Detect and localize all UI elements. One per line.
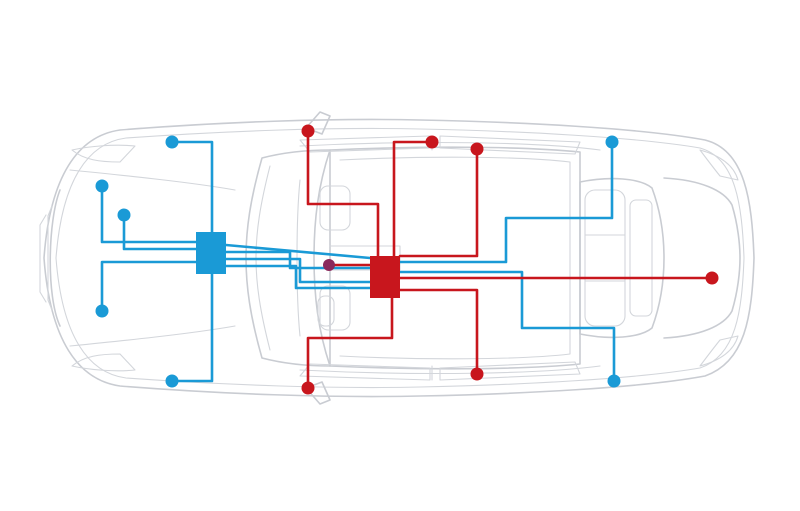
blue-wire-sensor-inner <box>122 213 200 251</box>
roof-panel <box>329 146 581 370</box>
red-node-door-left-rear <box>470 142 484 156</box>
blue-trunk-line-1 <box>224 243 372 260</box>
blue-node-front-left-top <box>165 135 179 149</box>
rear-shelf <box>629 199 653 317</box>
red-wire-door-right-rear <box>398 288 479 376</box>
blue-node-rear-left <box>605 135 619 149</box>
red-node-door-right-rear <box>470 367 484 381</box>
mirror-left <box>305 111 331 135</box>
rear-window <box>579 177 665 339</box>
front-bumper <box>49 189 61 327</box>
headlight-right <box>71 353 136 372</box>
hood-crease-right <box>69 325 236 347</box>
red-node-mirror-left <box>301 124 315 138</box>
red-wire-door-left-front <box>392 140 434 260</box>
red-control-unit <box>370 256 400 298</box>
blue-wire-rear-right <box>398 270 616 383</box>
red-node-door-left-front <box>425 135 439 149</box>
headlight-left <box>71 144 136 163</box>
blue-node-rear-right <box>607 374 621 388</box>
red-wire-door-left-rear <box>398 147 479 258</box>
blue-node-headlight-left <box>95 179 109 193</box>
blue-wire-headlight-left <box>100 184 200 244</box>
red-node-mirror-right <box>301 381 315 395</box>
junction-node-console <box>323 259 335 271</box>
hood-crease-left <box>69 169 236 191</box>
blue-trunk-line-3 <box>224 257 372 284</box>
red-node-rear-tail <box>705 271 719 285</box>
tail-light-right <box>699 335 739 367</box>
car-inner-body-line <box>55 127 745 389</box>
blue-network <box>95 135 621 388</box>
red-wire-mirror-right <box>306 296 394 390</box>
mirror-right <box>305 381 331 405</box>
side-window-left-rear <box>439 135 581 155</box>
front-seat-left <box>319 185 351 231</box>
blue-node-front-left-bottom <box>165 374 179 388</box>
red-wire-mirror-left <box>306 129 380 260</box>
trunk-lid <box>663 177 741 339</box>
blue-wire-front-left-top <box>170 140 214 242</box>
car-outer-body <box>43 118 755 398</box>
blue-control-unit <box>196 232 226 274</box>
side-window-right-front <box>299 363 431 381</box>
hood-grille <box>39 205 53 311</box>
sill-line-left <box>299 141 601 151</box>
blue-wire-front-left-bottom <box>170 264 214 383</box>
red-network <box>301 124 719 395</box>
blue-trunk-line-4 <box>224 264 372 290</box>
roof-inner <box>339 156 571 360</box>
blue-node-sensor-inner <box>117 208 131 222</box>
blue-wire-headlight-right <box>100 260 200 313</box>
front-seat-right <box>319 285 351 331</box>
tail-light-left <box>699 149 739 181</box>
side-window-right-rear <box>439 361 581 381</box>
steering-wheel <box>317 295 335 327</box>
blue-wire-rear-left <box>398 140 614 264</box>
rear-bench-seat <box>584 189 626 327</box>
blue-node-headlight-right <box>95 304 109 318</box>
